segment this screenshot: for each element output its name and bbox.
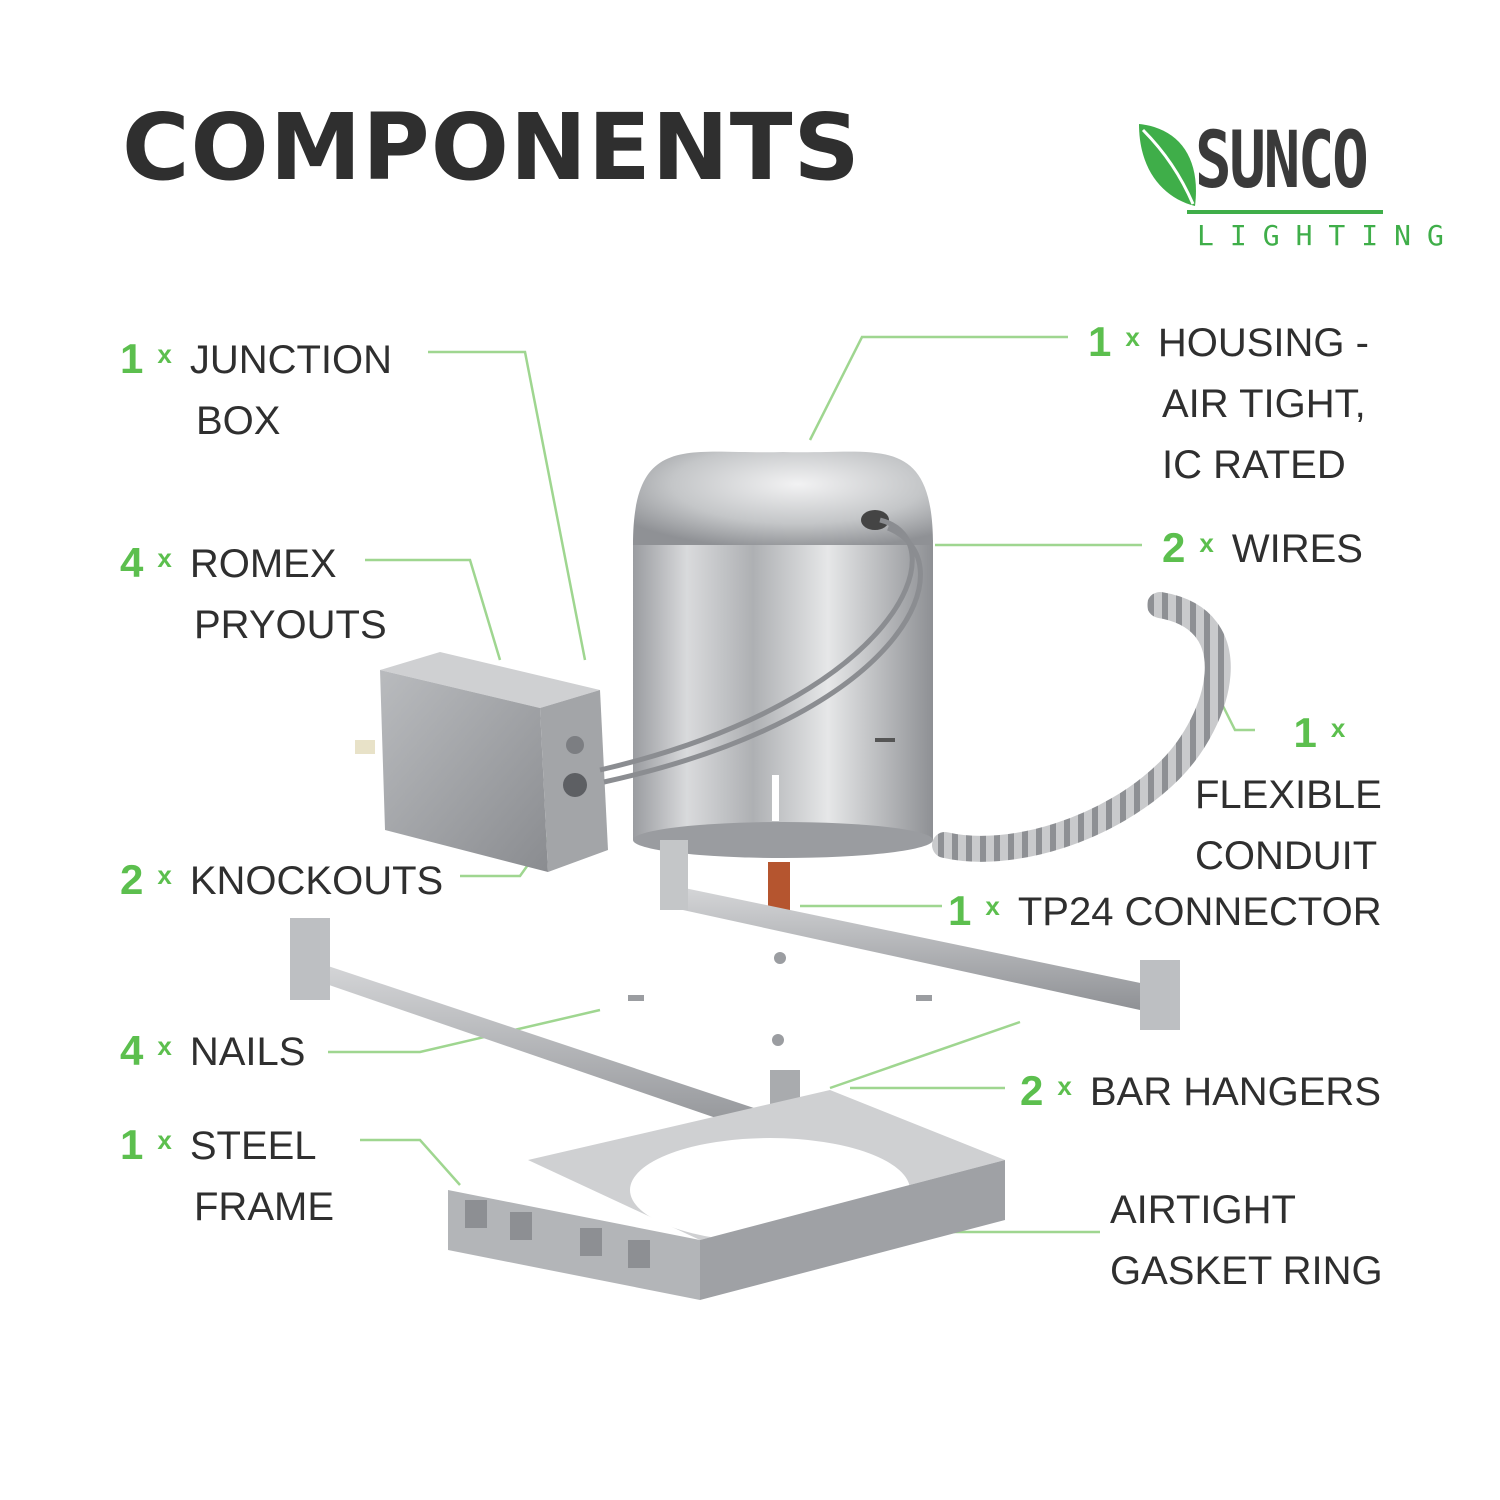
- leader-lines: [328, 335, 1255, 1234]
- times-symbol: x: [157, 339, 172, 369]
- nails-art: [628, 952, 932, 1046]
- count-flexible-conduit: 1: [1293, 709, 1317, 756]
- logo-underline: [1187, 210, 1383, 214]
- leaf-icon: [1139, 124, 1196, 206]
- count-steel-frame: 1: [120, 1121, 144, 1168]
- count-housing: 1: [1088, 318, 1112, 365]
- housing-art: [633, 451, 933, 858]
- wires-art: [599, 517, 923, 785]
- page-title: COMPONENTS: [122, 94, 861, 201]
- bar-hangers-art: [290, 840, 1180, 1160]
- count-wires: 2: [1162, 524, 1186, 571]
- count-junction-box: 1: [120, 335, 144, 382]
- count-knockouts: 2: [120, 856, 144, 903]
- junction-box-art: [355, 652, 608, 872]
- logo-brand-text: SUNCO: [1195, 116, 1369, 206]
- logo-sub-text: LIGHTING: [1197, 219, 1460, 252]
- steel-frame-art: [448, 1090, 1005, 1300]
- count-bar-hangers: 2: [1020, 1067, 1044, 1114]
- count-romex-pryouts: 4: [120, 539, 144, 586]
- label-gasket-ring: AIRTIGHT GASKET RING: [1110, 1188, 1383, 1293]
- tp24-connector-art: [768, 862, 790, 910]
- brand-logo: SUNCO LIGHTING: [1135, 116, 1444, 258]
- count-tp24-connector: 1: [948, 887, 972, 934]
- count-nails: 4: [120, 1027, 144, 1074]
- flexible-conduit-art: [932, 592, 1231, 862]
